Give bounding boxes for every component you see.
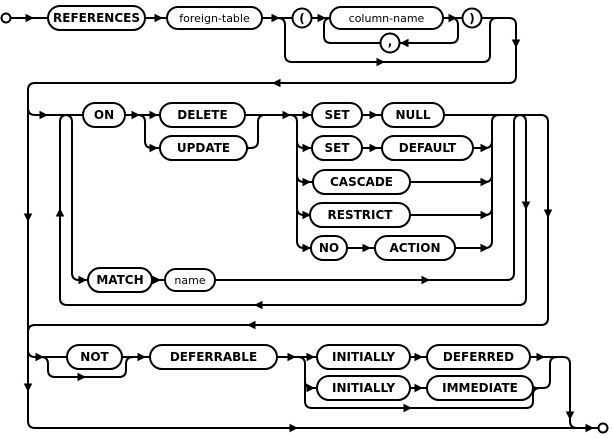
- keyword-initially2-label: INITIALLY: [332, 381, 395, 395]
- keyword-update-label: UPDATE: [177, 141, 230, 155]
- keyword-match: MATCH: [87, 267, 153, 293]
- keyword-restrict-label: RESTRICT: [328, 208, 394, 222]
- nonterminal-name-label: name: [174, 274, 205, 287]
- nonterminal-column-name-label: column-name: [349, 12, 425, 25]
- keyword-set-default: SET DEFAULT: [311, 135, 474, 161]
- keyword-not: NOT: [66, 344, 123, 370]
- keyword-initially1-label: INITIALLY: [332, 350, 395, 364]
- keyword-cascade-label: CASCADE: [330, 175, 393, 189]
- keyword-on-label: ON: [94, 108, 114, 122]
- punct-open-paren-label: (: [299, 12, 304, 26]
- keyword-update: UPDATE: [159, 135, 248, 161]
- nonterminal-foreign-table: foreign-table: [166, 6, 263, 30]
- keyword-null-label: NULL: [395, 108, 430, 122]
- keyword-action-label: ACTION: [390, 241, 441, 255]
- keyword-initially-immediate: INITIALLY IMMEDIATE: [316, 375, 534, 401]
- keyword-default-label: DEFAULT: [399, 141, 457, 155]
- keyword-references-label: REFERENCES: [53, 11, 140, 25]
- punct-comma: ,: [379, 32, 401, 54]
- keyword-initially-deferred: INITIALLY DEFERRED: [316, 344, 531, 370]
- keyword-set-null: SET NULL: [311, 102, 445, 128]
- punct-open-paren: (: [291, 7, 313, 29]
- punct-close-paren: ): [461, 7, 483, 29]
- keyword-deferrable: DEFERRABLE: [149, 344, 278, 370]
- keyword-deferrable-label: DEFERRABLE: [170, 350, 257, 364]
- nonterminal-foreign-table-label: foreign-table: [179, 12, 250, 25]
- keyword-restrict: RESTRICT: [309, 202, 411, 228]
- keyword-cascade: CASCADE: [312, 169, 411, 195]
- punct-close-paren-label: ): [469, 12, 474, 26]
- keyword-match-label: MATCH: [96, 273, 143, 287]
- keyword-delete: DELETE: [159, 102, 246, 128]
- keyword-immediate-label: IMMEDIATE: [442, 381, 518, 395]
- keyword-no-label: NO: [319, 241, 339, 255]
- keyword-set2-label: SET: [324, 141, 350, 155]
- keyword-deferred-label: DEFERRED: [443, 350, 514, 364]
- rails: [11, 17, 598, 429]
- keyword-references: REFERENCES: [47, 5, 146, 31]
- keyword-set1-label: SET: [324, 108, 350, 122]
- keyword-not-label: NOT: [80, 350, 109, 364]
- keyword-on: ON: [82, 102, 126, 128]
- punct-comma-label: ,: [388, 35, 393, 49]
- end-terminal-icon: [597, 422, 609, 434]
- nonterminal-name: name: [164, 268, 216, 292]
- nonterminal-column-name: column-name: [329, 6, 444, 30]
- keyword-no-action: NO ACTION: [310, 235, 456, 261]
- start-terminal-icon: [0, 12, 12, 24]
- keyword-delete-label: DELETE: [177, 108, 227, 122]
